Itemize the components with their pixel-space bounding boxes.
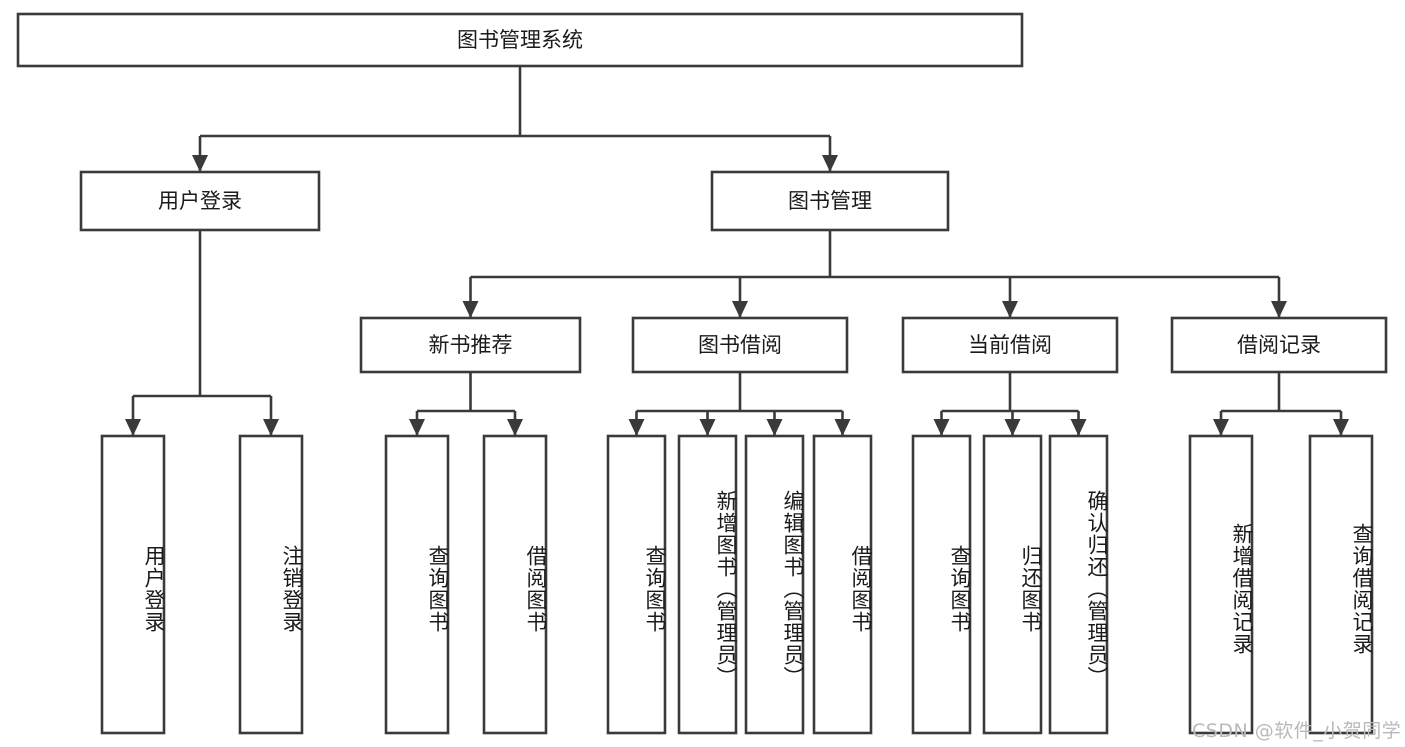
node-boxes [16,12,1388,735]
leaf-node-7[interactable] [812,434,873,735]
level2-node-1[interactable] [710,170,950,232]
leaf-node-3[interactable] [482,434,548,735]
level2-node-0[interactable] [79,170,321,232]
root-node-label: 图书管理系统 [457,28,583,52]
arrow-head-icon [933,419,950,436]
leaf-node-11[interactable] [1188,434,1254,735]
arrow-head-icon [507,419,523,436]
csdn-watermark: CSDN @软件_小贺同学 [1192,720,1402,742]
arrow-head-icon [1070,419,1087,436]
arrow-head-icon [1213,419,1229,436]
arrow-head-icon [732,301,748,318]
leaf-node-10[interactable] [1048,434,1109,735]
arrow-head-icon [699,419,716,436]
level3-node-3[interactable] [1170,316,1388,374]
level3-node-0[interactable] [359,316,582,374]
level3-node-label-3: 借阅记录 [1237,333,1321,357]
arrow-head-icon [409,419,425,436]
arrow-head-icon [1002,301,1018,318]
arrow-head-icon [1271,301,1287,318]
level3-node-2[interactable] [901,316,1119,374]
leaf-node-1[interactable] [238,434,304,735]
level3-node-label-2: 当前借阅 [968,333,1052,357]
level2-node-label-1: 图书管理 [788,189,872,213]
leaf-node-8[interactable] [911,434,972,735]
arrow-head-icon [766,419,783,436]
arrow-head-icon [125,419,141,436]
connector-lines [125,66,1349,436]
arrow-head-icon [834,419,851,436]
arrow-head-icon [1333,419,1349,436]
arrow-head-icon [822,155,838,172]
level2-node-label-0: 用户登录 [158,189,242,213]
leaf-node-5[interactable] [677,434,738,735]
level3-node-label-1: 图书借阅 [698,333,782,357]
level3-node-label-0: 新书推荐 [429,333,513,357]
arrow-head-icon [462,301,479,318]
leaf-node-4[interactable] [606,434,667,735]
leaf-node-12[interactable] [1308,434,1374,735]
level3-node-1[interactable] [631,316,849,374]
arrow-head-icon [628,419,645,436]
arrow-head-icon [192,155,208,172]
leaf-node-0[interactable] [100,434,166,735]
root-node-book-management-system[interactable] [16,12,1024,68]
leaf-node-9[interactable] [982,434,1043,735]
arrow-head-icon [1004,419,1021,436]
arrow-head-icon [263,419,279,436]
leaf-node-2[interactable] [384,434,450,735]
leaf-node-6[interactable] [744,434,805,735]
